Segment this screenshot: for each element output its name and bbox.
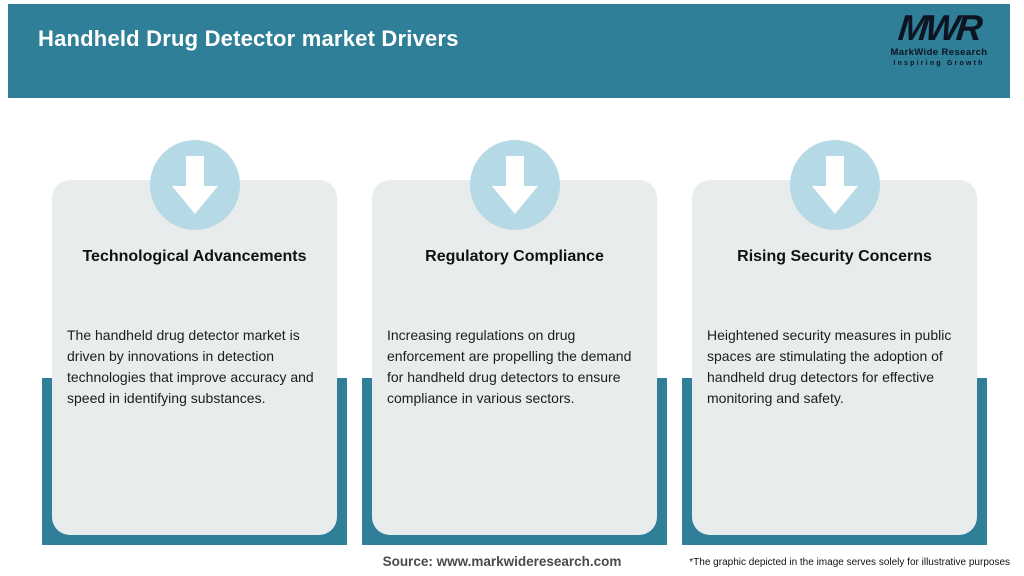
header-bar: Handheld Drug Detector market Drivers MW… [8, 4, 1010, 98]
driver-description: The handheld drug detector market is dri… [67, 327, 314, 406]
source-text: Source: www.markwideresearch.com [382, 554, 622, 569]
driver-description: Increasing regulations on drug enforceme… [387, 327, 632, 406]
brand-tagline: Inspiring Growth [893, 59, 985, 67]
brand-monogram: MWR [896, 7, 982, 48]
card-body: Technological Advancements The handheld … [52, 180, 337, 535]
driver-card-rising-security-concerns: Rising Security Concerns Heightened secu… [682, 140, 987, 545]
card-body: Rising Security Concerns Heightened secu… [692, 180, 977, 535]
down-arrow-icon [469, 140, 560, 230]
driver-title: Rising Security Concerns [737, 248, 932, 265]
driver-title: Technological Advancements [82, 248, 307, 265]
page-title: Handheld Drug Detector market Drivers [38, 26, 459, 51]
driver-title: Regulatory Compliance [425, 248, 604, 265]
brand-name: MarkWide Research [890, 47, 988, 58]
driver-card-technological-advancements: Technological Advancements The handheld … [42, 140, 347, 545]
card-body: Regulatory Compliance Increasing regulat… [372, 180, 657, 535]
driver-card-regulatory-compliance: Regulatory Compliance Increasing regulat… [362, 140, 667, 545]
down-arrow-icon [789, 140, 880, 230]
driver-description: Heightened security measures in public s… [707, 327, 952, 406]
disclaimer-text: *The graphic depicted in the image serve… [689, 557, 1010, 568]
brand-logo: MWR MarkWide Research Inspiring Growth [884, 7, 994, 67]
down-arrow-icon [149, 140, 240, 230]
